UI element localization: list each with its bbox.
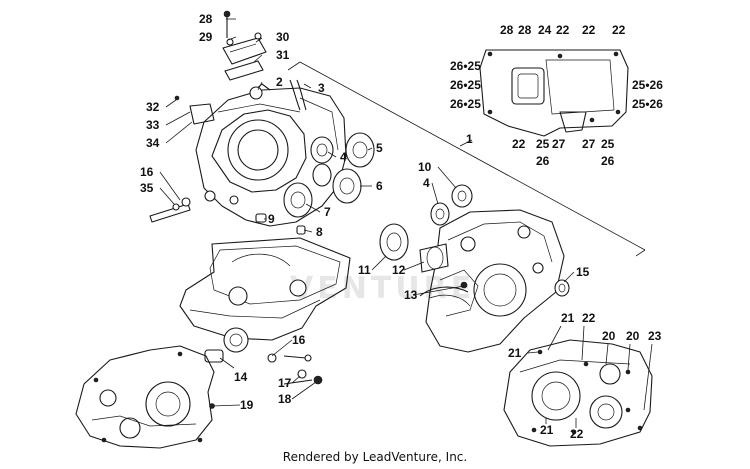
bottom-callout-20a: 20 [602, 329, 616, 343]
inset-callout-22a: 22 [556, 23, 570, 37]
callout-8: 8 [316, 225, 323, 239]
callout-13: 13 [404, 288, 418, 302]
inset-callout-26b: 26 [601, 154, 615, 168]
inset-callout-24: 24 [538, 23, 552, 37]
callout-18: 18 [278, 392, 292, 406]
callout-32: 32 [146, 100, 160, 114]
callout-1: 1 [466, 132, 473, 146]
bottom-callout-21a: 21 [561, 311, 575, 325]
callout-12: 12 [392, 263, 406, 277]
bottom-callout-21c: 21 [540, 423, 554, 437]
inset-callout-26-25c: 26•25 [450, 97, 481, 111]
callout-31: 31 [276, 48, 290, 62]
callout-labels: 28 29 30 31 2 3 32 33 34 4 5 6 7 16 35 9… [140, 12, 663, 441]
callout-19: 19 [240, 398, 254, 412]
bearings-left [283, 132, 375, 218]
callout-16-bottom: 16 [292, 333, 306, 347]
inset-callout-22c: 22 [612, 23, 626, 37]
inset-callout-25a: 25 [536, 137, 550, 151]
callout-4-left: 4 [340, 150, 347, 164]
inset-callout-28a: 28 [500, 23, 514, 37]
callout-3: 3 [318, 81, 325, 95]
inset-callout-27b: 27 [582, 137, 596, 151]
bottom-callout-21b: 21 [508, 346, 522, 360]
callout-34: 34 [146, 136, 160, 150]
lower-crankcase [179, 237, 351, 363]
callout-7: 7 [324, 205, 331, 219]
assembly-bracket-1 [287, 61, 646, 257]
bottom-callout-23: 23 [648, 329, 662, 343]
case-side-view-left [75, 345, 215, 449]
inset-callout-26-25a: 26•25 [450, 59, 481, 73]
breather-cover [222, 10, 267, 81]
callout-29: 29 [199, 30, 213, 44]
watermark: VENTURE [290, 271, 475, 306]
leader-lines [159, 18, 653, 428]
bottom-callout-22a: 22 [582, 311, 596, 325]
inset-callout-22d: 22 [512, 137, 526, 151]
callout-33: 33 [146, 118, 160, 132]
callout-35: 35 [140, 181, 154, 195]
callout-28: 28 [199, 12, 213, 26]
render-credit: Rendered by LeadVenture, Inc. [282, 450, 468, 464]
callout-4-right: 4 [423, 176, 430, 190]
bearings-right [379, 184, 570, 297]
callout-17: 17 [278, 376, 292, 390]
callout-10: 10 [418, 160, 432, 174]
inset-callout-26-25b: 26•25 [450, 78, 481, 92]
inset-callout-25b: 25 [601, 137, 615, 151]
case-top-view-inset [479, 49, 629, 137]
inset-callout-26a: 26 [536, 154, 550, 168]
callout-5: 5 [376, 141, 383, 155]
inset-callout-25-26b: 25•26 [632, 97, 663, 111]
gasket-plate [174, 95, 215, 125]
right-crankcase [419, 209, 565, 353]
callout-14: 14 [234, 370, 248, 384]
callout-2: 2 [276, 75, 283, 89]
bottom-callout-20b: 20 [626, 329, 640, 343]
inset-callout-25-26a: 25•26 [632, 78, 663, 92]
callout-6: 6 [376, 179, 383, 193]
callout-16-left: 16 [140, 165, 154, 179]
case-side-view-right [503, 339, 653, 447]
callout-9: 9 [268, 212, 275, 226]
callout-30: 30 [276, 30, 290, 44]
inset-callout-22b: 22 [582, 23, 596, 37]
inset-callout-28b: 28 [518, 23, 532, 37]
drain-bolts [267, 353, 323, 385]
callout-11: 11 [358, 263, 371, 277]
stud-left [149, 197, 191, 223]
inset-callout-27a: 27 [552, 137, 566, 151]
callout-15: 15 [576, 265, 590, 279]
bottom-callout-22b: 22 [570, 427, 584, 441]
